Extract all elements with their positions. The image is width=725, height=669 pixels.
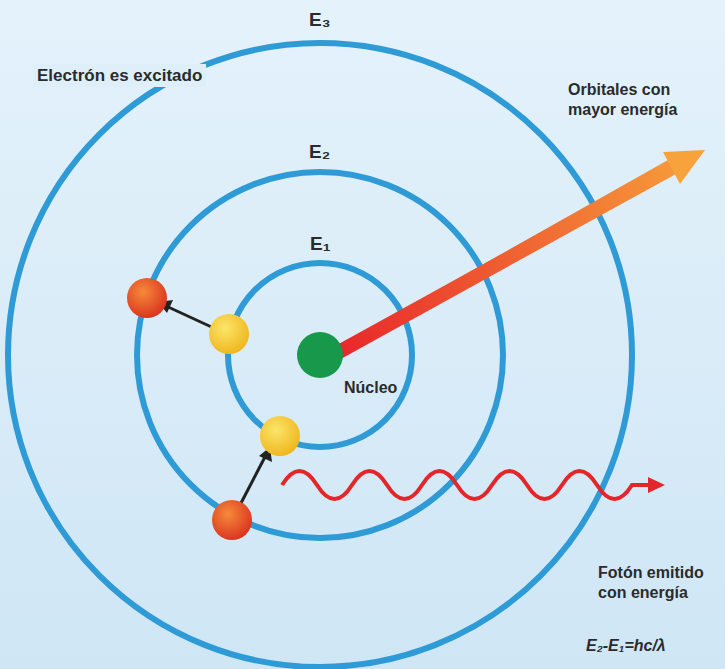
- excitation-label: Electrón es excitado: [33, 64, 206, 87]
- photon-formula: E₂-E₁=hc/λ: [586, 636, 666, 656]
- orbit-e1: [228, 263, 412, 447]
- electron-ground: [209, 314, 249, 354]
- energy-level-label: E₁: [310, 232, 331, 256]
- energy-arrow-line: [337, 168, 672, 353]
- orbit-e3: [8, 43, 632, 667]
- energy-arrow-head: [663, 150, 705, 184]
- photon-wave: [282, 471, 650, 499]
- electron-ground: [260, 416, 300, 456]
- excitation-arrow: [166, 306, 218, 330]
- orbit-e2: [137, 172, 503, 538]
- photon-label: Fotón emitido con energía: [598, 563, 718, 603]
- energy-level-label: E₂: [309, 140, 330, 164]
- electron-excited: [127, 278, 167, 318]
- energy-arrow-shaft: [333, 160, 672, 357]
- nucleus: [297, 332, 343, 378]
- photon-arrowhead: [648, 477, 665, 493]
- electron-excited: [212, 500, 252, 540]
- nucleus-label: Núcleo: [344, 378, 397, 398]
- emission-arrow: [240, 455, 266, 505]
- orbitals-label: Orbitales con mayor energía: [568, 80, 693, 120]
- energy-level-label: E₃: [309, 8, 330, 32]
